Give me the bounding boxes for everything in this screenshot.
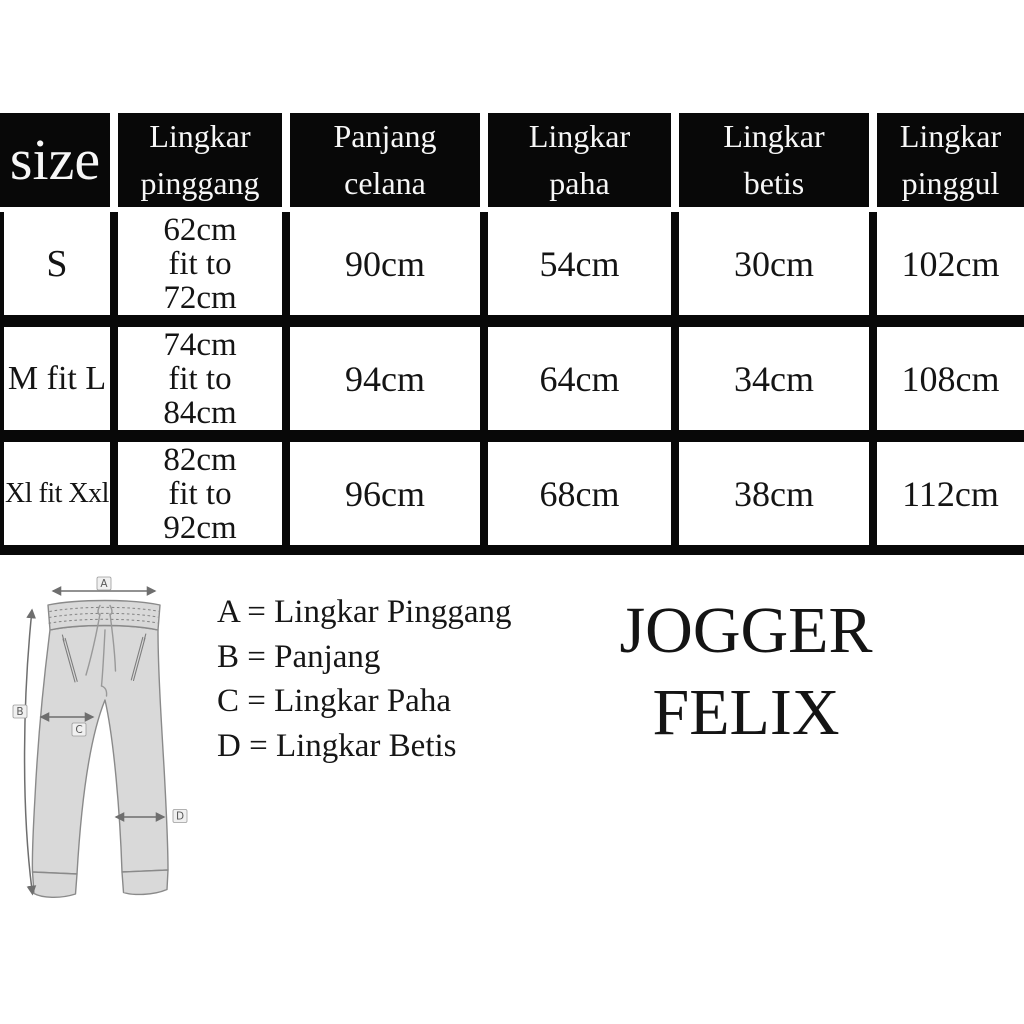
legend-item-c: C = Lingkar Paha [217, 683, 451, 719]
jogger-measurement-diagram: A B C D [10, 572, 210, 912]
size-chart-body: S 62cm fit to 72cm 90cm 54cm 30cm 102cm … [0, 212, 1024, 555]
header-cell-lingkar-pinggang: Lingkar pinggang [118, 113, 282, 207]
header-cell-size: size [0, 113, 110, 207]
cell-m-lingkar-pinggang: 74cm fit to 84cm [118, 327, 282, 430]
cell-s-lingkar-paha: 54cm [488, 212, 671, 315]
left-cuff [31, 871, 78, 899]
right-cuff [121, 869, 169, 896]
zipper-pockets [61, 633, 147, 683]
legend-item-d: D = Lingkar Betis [217, 727, 457, 764]
row-label-xl-fit-xxl: Xl fit Xxl [4, 442, 110, 545]
cell-m-lingkar-paha: 64cm [488, 327, 671, 430]
cell-m-lingkar-pinggul: 108cm [877, 327, 1024, 430]
pants-legs-shape [31, 624, 169, 875]
cell-xl-lingkar-pinggang: 82cm fit to 92cm [118, 442, 282, 545]
arrow-b-length [23, 608, 37, 896]
cell-xl-lingkar-betis: 38cm [679, 442, 869, 545]
measurement-arrows [23, 586, 166, 896]
header-cell-panjang-celana: Panjang celana [290, 113, 480, 207]
header-cell-lingkar-betis: Lingkar betis [679, 113, 869, 207]
jogger-pants-drawing: A B C D [12, 576, 188, 899]
cell-s-lingkar-betis: 30cm [679, 212, 869, 315]
cell-s-panjang-celana: 90cm [290, 212, 480, 315]
label-b: B [16, 706, 23, 718]
cell-xl-lingkar-pinggul: 112cm [877, 442, 1024, 545]
label-a: A [100, 578, 108, 590]
cell-m-panjang-celana: 94cm [290, 327, 480, 430]
product-title-line2: FELIX [652, 676, 840, 749]
cell-m-lingkar-betis: 34cm [679, 327, 869, 430]
size-chart-header-row: size Lingkar pinggang Panjang celana Lin… [0, 113, 1024, 207]
cell-xl-panjang-celana: 96cm [290, 442, 480, 545]
fly-and-drawstring [85, 604, 117, 697]
product-title: JOGGER FELIX [596, 590, 896, 754]
product-title-line1: JOGGER [619, 594, 873, 667]
legend-item-a: A = Lingkar Pinggang [217, 594, 512, 630]
row-label-s: S [4, 212, 110, 315]
legend-item-b: B = Panjang [217, 638, 381, 675]
header-cell-lingkar-pinggul: Lingkar pinggul [877, 113, 1024, 207]
cell-s-lingkar-pinggul: 102cm [877, 212, 1024, 315]
measurement-legend: A = Lingkar Pinggang B = Panjang C = Lin… [217, 590, 512, 768]
cell-xl-lingkar-paha: 68cm [488, 442, 671, 545]
row-label-m-fit-l: M fit L [4, 327, 110, 430]
label-d: D [176, 811, 184, 823]
measurement-labels: A B C D [12, 576, 188, 823]
header-cell-lingkar-paha: Lingkar paha [488, 113, 671, 207]
label-c: C [75, 724, 82, 736]
waistband-stitching [48, 606, 159, 624]
cell-s-lingkar-pinggang: 62cm fit to 72cm [118, 212, 282, 315]
